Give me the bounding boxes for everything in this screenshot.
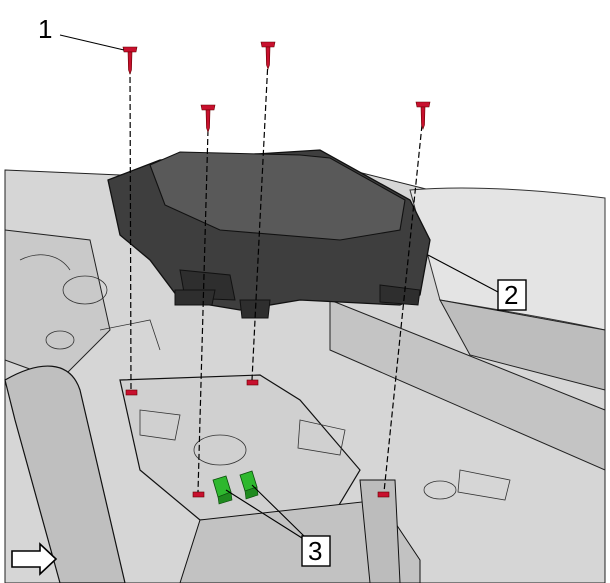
leader-line-3a — [225, 489, 303, 539]
fastener-bolt — [415, 101, 431, 130]
receptacle — [377, 491, 390, 498]
axis-line — [383, 124, 423, 493]
fastener-bolt — [260, 41, 276, 70]
callout-2-label: 2 — [504, 280, 518, 310]
module-housing — [107, 149, 431, 319]
surface-details — [19, 254, 511, 501]
fastener-bolt — [122, 46, 138, 75]
callout-3-label: 3 — [308, 536, 322, 566]
body-panel-upper-right — [409, 187, 606, 331]
fasteners — [122, 41, 431, 133]
connector — [239, 470, 259, 500]
housing-right-tab — [379, 284, 421, 306]
fastener-bolt — [200, 104, 216, 133]
electrical-connectors — [212, 470, 259, 505]
housing-left-tab — [174, 289, 216, 306]
leader-line-3b — [251, 484, 305, 537]
connector — [212, 475, 233, 505]
callout-2-box — [497, 279, 527, 311]
leader-lines — [59, 34, 499, 539]
right-support-rail — [359, 479, 401, 583]
housing-center-tab — [239, 299, 271, 319]
mounting-bracket — [119, 374, 361, 521]
leader-line-2 — [427, 254, 499, 293]
left-strut-tower — [4, 229, 111, 381]
callout-labels: 1 2 3 — [38, 14, 527, 567]
receptacle — [192, 491, 205, 498]
receptacle — [125, 389, 138, 396]
cowl-mesh-strip — [439, 299, 606, 391]
leader-line-1 — [59, 34, 125, 51]
lower-support-rail — [179, 499, 421, 583]
arrow-right-icon — [11, 542, 58, 576]
housing-lid — [149, 151, 406, 241]
callout-1-label: 1 — [38, 14, 52, 44]
fastener-axis-lines — [129, 59, 423, 493]
steering-column-tube — [4, 365, 126, 583]
callout-3-box — [301, 535, 331, 567]
windshield-frame — [329, 299, 606, 471]
axis-line — [197, 129, 209, 493]
receptacle — [246, 379, 259, 386]
axis-line — [251, 59, 269, 381]
